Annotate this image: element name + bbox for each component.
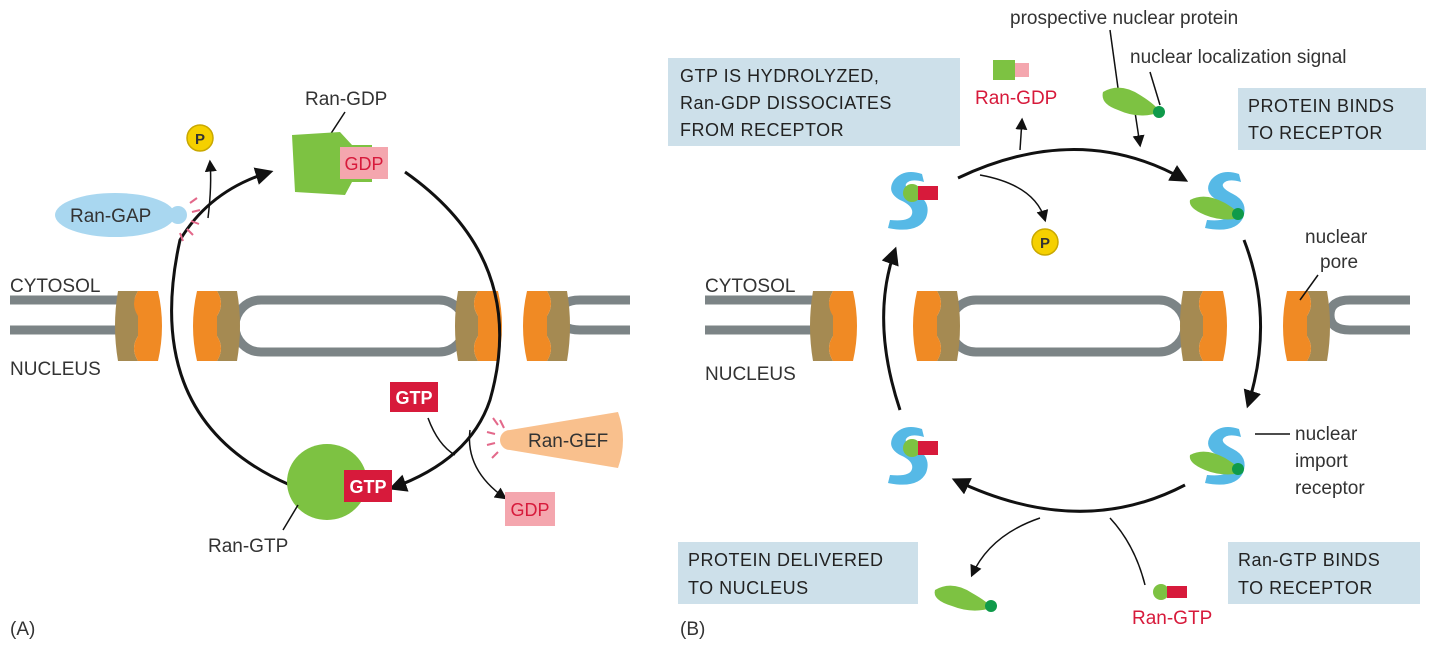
- ran-gef-label: Ran-GEF: [528, 431, 608, 452]
- box-binds-line-1: PROTEIN BINDS: [1248, 96, 1395, 116]
- panel-a: CYTOSOL NUCLEUS Ran-GDP GDP Ran-GAP P GT…: [10, 89, 630, 640]
- cytosol-label-a: CYTOSOL: [10, 276, 100, 297]
- nuclear-pore-a1: [115, 291, 162, 361]
- ran-gef-shape: [510, 412, 623, 468]
- delivered-protein-shape: [934, 585, 992, 611]
- receptor-top-right: [1189, 172, 1245, 230]
- nucleus-label-b: NUCLEUS: [705, 364, 796, 385]
- nuclear-pore-a4: [523, 291, 570, 361]
- ran-gdp-gdp-b: [1015, 63, 1029, 77]
- import-receptor-line-1: nuclear: [1295, 424, 1358, 445]
- phosphate-icon-a: [186, 124, 214, 152]
- nuclear-pore-leader: [1299, 274, 1319, 301]
- nuclear-pore-b4: [1283, 291, 1330, 361]
- ran-gtp-entry-arrow: [1109, 517, 1146, 586]
- ran-gap-sparkle: [179, 197, 201, 242]
- box-binds-line-2: TO RECEPTOR: [1248, 123, 1383, 143]
- gtp-free-label: GTP: [395, 388, 432, 408]
- ran-gdp-label-b: Ran-GDP: [975, 88, 1057, 109]
- box-hydrolyzed-line-1: GTP IS HYDROLYZED,: [680, 66, 879, 86]
- ran-gtp-body-b: [1153, 584, 1169, 600]
- panel-b-label: (B): [680, 619, 705, 640]
- ran-gef-tip: [500, 430, 520, 450]
- ran-gap-label: Ran-GAP: [70, 206, 151, 227]
- nls-leader: [1149, 71, 1161, 106]
- box-ran-gtp-line-2: TO RECEPTOR: [1238, 578, 1373, 598]
- cycle-arrow-right-a: [388, 170, 502, 492]
- phosphate-release-arrow-b: [979, 174, 1049, 223]
- nuclear-pore-b1: [810, 291, 857, 361]
- bottom-arc-arrow: [951, 478, 1186, 513]
- gdp-free-badge: [505, 492, 555, 526]
- import-receptor-line-3: receptor: [1295, 478, 1365, 499]
- delivered-nls-dot: [985, 600, 997, 612]
- left-ascend-arrow: [881, 246, 902, 411]
- receptor-bottom-left: [888, 427, 938, 485]
- panel-b: GTP IS HYDROLYZED, Ran-GDP DISSOCIATES F…: [668, 8, 1426, 640]
- ran-gtp-label-b: Ran-GTP: [1132, 608, 1212, 629]
- top-arc-arrow: [957, 148, 1189, 182]
- box-gtp-hydrolyzed: GTP IS HYDROLYZED, Ran-GDP DISSOCIATES F…: [668, 58, 960, 146]
- ran-gdp-release-arrow: [1015, 117, 1028, 151]
- gdp-on-ran-label: GDP: [344, 154, 383, 174]
- ran-gtp-gtp-b: [1167, 586, 1187, 598]
- protein-leader: [1109, 29, 1119, 89]
- box-delivered-line-1: PROTEIN DELIVERED: [688, 550, 884, 570]
- box-hydrolyzed-line-2: Ran-GDP DISSOCIATES: [680, 93, 892, 113]
- box-hydrolyzed-line-3: FROM RECEPTOR: [680, 120, 844, 140]
- nls-label: nuclear localization signal: [1130, 47, 1347, 68]
- panel-a-label: (A): [10, 619, 35, 640]
- box-ran-gtp-line-1: Ran-GTP BINDS: [1238, 550, 1380, 570]
- phosphate-release-arrow-a: [204, 159, 217, 219]
- gtp-on-ran-label: GTP: [349, 477, 386, 497]
- cycle-arrow-left-a: [170, 167, 291, 487]
- ran-gap-tip: [169, 206, 187, 224]
- phosphate-icon-b: [1031, 228, 1059, 256]
- nuclear-pore-label-line-2: pore: [1320, 252, 1358, 273]
- ran-gdp-leader-a: [329, 111, 346, 136]
- phosphate-label-b: P: [1040, 235, 1050, 252]
- ran-gtp-leader-a: [282, 504, 299, 531]
- prospective-protein-shape: [1102, 87, 1160, 116]
- gtp-badge-a: [344, 470, 392, 502]
- ran-gef-sparkle: [486, 417, 505, 459]
- gdp-badge-a: [340, 147, 388, 179]
- nuclear-pore-label-line-1: nuclear: [1305, 227, 1368, 248]
- gtp-free-badge: [390, 382, 438, 412]
- box-ran-gtp-binds: Ran-GTP BINDS TO RECEPTOR: [1228, 542, 1420, 604]
- nuclear-pore-a3: [455, 291, 502, 361]
- box-protein-delivered: PROTEIN DELIVERED TO NUCLEUS: [678, 542, 918, 604]
- ran-gtp-label-a: Ran-GTP: [208, 536, 288, 557]
- phosphate-label-a: P: [195, 131, 205, 148]
- gdp-release-arrow-a: [468, 429, 507, 500]
- nls-dot: [1153, 106, 1165, 118]
- gdp-free-label: GDP: [510, 500, 549, 520]
- receptor-top-left: [888, 172, 938, 230]
- nucleus-label-a: NUCLEUS: [10, 359, 101, 380]
- box-protein-binds: PROTEIN BINDS TO RECEPTOR: [1238, 88, 1426, 150]
- receptor-bottom-right: [1189, 427, 1245, 485]
- import-receptor-line-2: import: [1295, 451, 1349, 472]
- cytosol-label-b: CYTOSOL: [705, 276, 795, 297]
- protein-entry-arrow: [1132, 111, 1145, 148]
- nuclear-pore-a2: [193, 291, 240, 361]
- prospective-protein-label: prospective nuclear protein: [1010, 8, 1238, 29]
- nuclear-pore-b2: [913, 291, 960, 361]
- ran-gap-shape: [55, 193, 175, 237]
- ran-gdp-body-b: [993, 60, 1015, 80]
- right-descend-arrow: [1242, 239, 1262, 409]
- nuclear-pore-b3: [1180, 291, 1227, 361]
- box-delivered-line-2: TO NUCLEUS: [688, 578, 809, 598]
- ran-gdp-label-a: Ran-GDP: [305, 89, 387, 110]
- cargo-release-arrow: [970, 517, 1041, 578]
- gtp-entry-arrow: [427, 417, 456, 456]
